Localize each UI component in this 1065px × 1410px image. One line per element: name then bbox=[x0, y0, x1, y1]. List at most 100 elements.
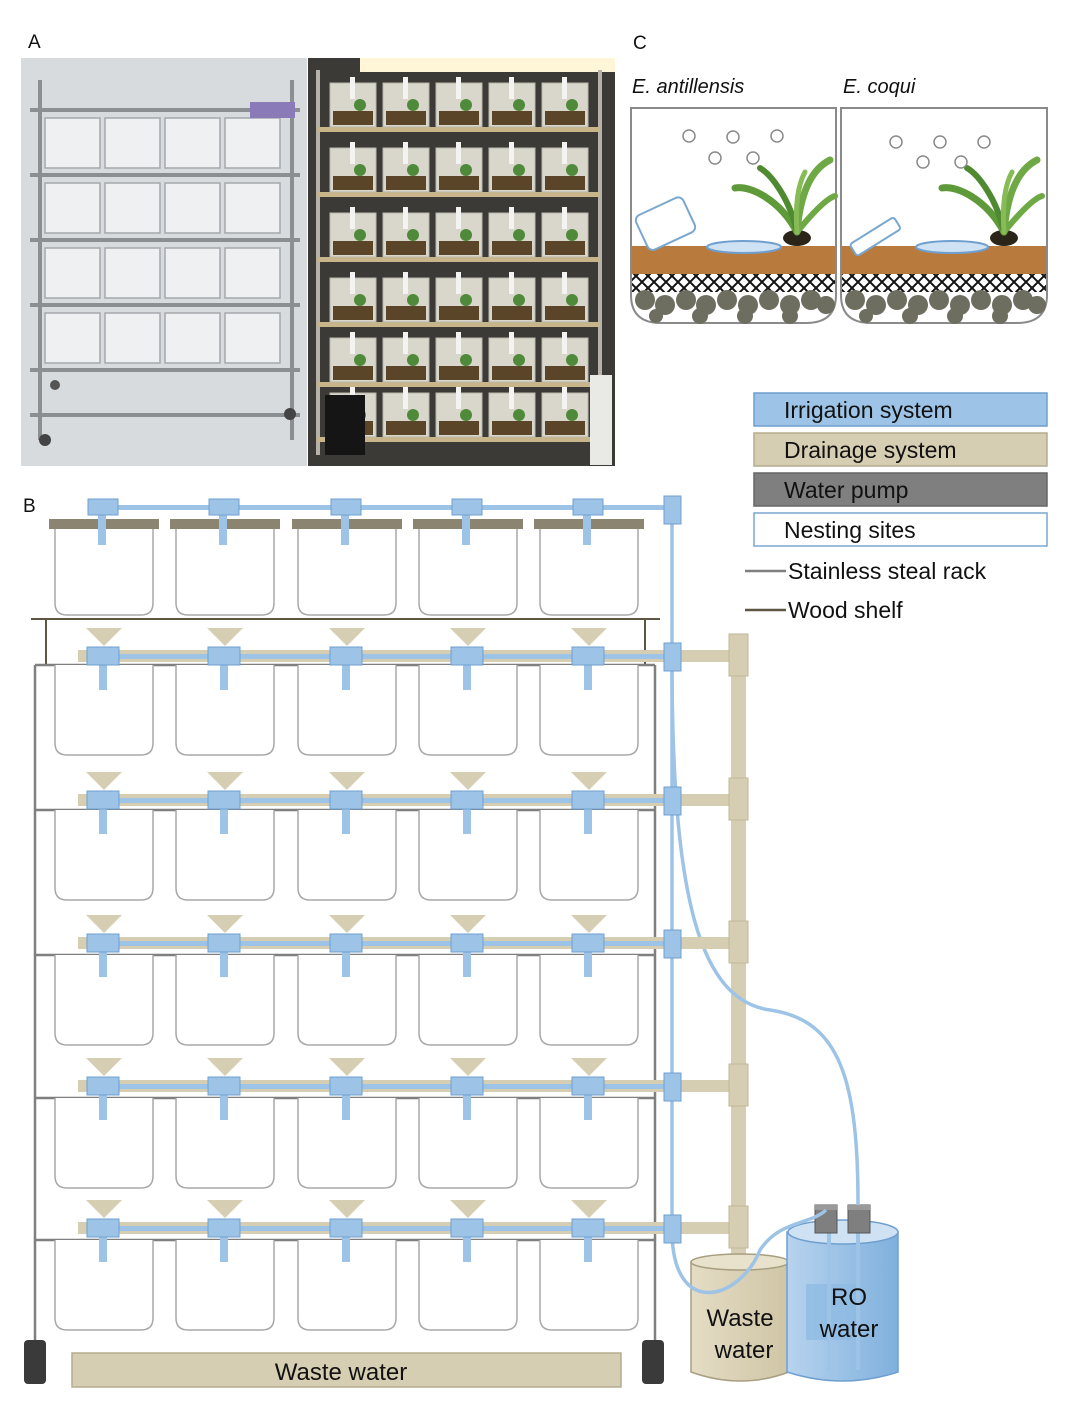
irrigation-dropper bbox=[342, 943, 350, 977]
photo-plant bbox=[460, 294, 472, 306]
drainage-funnel bbox=[207, 1058, 243, 1076]
photo-dropper bbox=[562, 272, 567, 294]
irrigation-line bbox=[95, 1084, 672, 1089]
photo-substrate bbox=[492, 366, 532, 380]
irrigation-dropper bbox=[584, 1086, 592, 1120]
pipe-rows bbox=[78, 495, 749, 1262]
irrigation-junction bbox=[663, 786, 682, 816]
photo-substrate bbox=[492, 176, 532, 190]
irrigation-tee bbox=[207, 933, 241, 953]
nesting-site-pipe bbox=[849, 217, 901, 257]
enclosure-tank bbox=[418, 1240, 518, 1331]
photo-plant bbox=[566, 164, 578, 176]
drainage-funnel bbox=[207, 1200, 243, 1218]
photo-plant bbox=[513, 409, 525, 421]
drainage-connector bbox=[728, 1205, 749, 1249]
drainage-funnel bbox=[571, 1058, 607, 1076]
photo-dropper bbox=[456, 142, 461, 164]
irrigation-dropper bbox=[220, 800, 228, 834]
photo-plant bbox=[460, 354, 472, 366]
photo-plant bbox=[460, 229, 472, 241]
enclosure-tank bbox=[175, 810, 275, 901]
drainage-funnel bbox=[450, 628, 486, 646]
photo-dropper bbox=[562, 77, 567, 99]
photo-shelf-board bbox=[318, 257, 600, 262]
enclosure-tank bbox=[539, 1240, 639, 1331]
photo-plant bbox=[460, 409, 472, 421]
photo-plant bbox=[513, 99, 525, 111]
drainage-funnel bbox=[571, 772, 607, 790]
photo-shelf-board bbox=[318, 382, 600, 387]
pebble-layer bbox=[635, 290, 835, 324]
water-dish bbox=[706, 240, 782, 254]
photo-plant bbox=[566, 354, 578, 366]
drainage-funnel bbox=[329, 1058, 365, 1076]
photo-substrate bbox=[439, 421, 479, 435]
waste-water-tray-label: Waste water bbox=[275, 1359, 407, 1386]
water-dish bbox=[915, 240, 989, 254]
enclosure-tank bbox=[54, 810, 154, 901]
photo-dropper bbox=[456, 207, 461, 229]
irrigation-dropper bbox=[99, 1086, 107, 1120]
wheel-left bbox=[24, 1340, 46, 1384]
photo-dropper bbox=[509, 142, 514, 164]
irrigation-dropper bbox=[342, 800, 350, 834]
photo-plant bbox=[513, 354, 525, 366]
enclosure-tank bbox=[54, 955, 154, 1046]
photo-substrate bbox=[386, 421, 426, 435]
drainage-funnel bbox=[571, 628, 607, 646]
legend-swatch-drainage bbox=[753, 432, 1048, 467]
enclosure-tank bbox=[175, 1240, 275, 1331]
photo-dropper bbox=[350, 272, 355, 294]
irrigation-line bbox=[100, 505, 672, 510]
enclosure-tank bbox=[54, 1098, 154, 1189]
drainage-funnel bbox=[86, 1058, 122, 1076]
legend-label-rack: Stainless steal rack bbox=[788, 558, 987, 584]
photo-dropper bbox=[562, 387, 567, 409]
waste-bucket-label-1: Waste bbox=[706, 1305, 773, 1332]
species-label-right: E. coqui bbox=[843, 76, 916, 98]
panel-label-c: C bbox=[633, 33, 647, 54]
enclosure-tank bbox=[297, 1098, 397, 1189]
drainage-connector bbox=[728, 1063, 749, 1107]
photo-plant bbox=[354, 229, 366, 241]
photo-shelf-board bbox=[318, 127, 600, 132]
photo-plant bbox=[407, 294, 419, 306]
irrigation-dropper bbox=[99, 943, 107, 977]
nesting-site-cup bbox=[634, 196, 697, 251]
drainage-funnel bbox=[86, 628, 122, 646]
photo-dropper bbox=[403, 207, 408, 229]
irrigation-tee bbox=[207, 1218, 241, 1238]
irrigation-tee bbox=[571, 646, 605, 666]
photo-dropper bbox=[403, 142, 408, 164]
irrigation-dropper bbox=[99, 656, 107, 690]
irrigation-tee bbox=[87, 498, 119, 516]
drainage-funnel bbox=[571, 1200, 607, 1218]
photo-substrate bbox=[386, 306, 426, 320]
enclosure-tank bbox=[539, 810, 639, 901]
irrigation-tee bbox=[208, 498, 240, 516]
photo-plant bbox=[566, 99, 578, 111]
legend-label-shelf: Wood shelf bbox=[788, 597, 903, 623]
photo-plant bbox=[407, 164, 419, 176]
photo-substrate bbox=[386, 366, 426, 380]
waste-water-bucket: Waste water bbox=[690, 1253, 790, 1382]
irrigation-dropper bbox=[220, 656, 228, 690]
drainage-connector bbox=[728, 777, 749, 821]
wheel-right bbox=[642, 1340, 664, 1384]
panel-a-photo-empty-rack bbox=[21, 58, 307, 466]
enclosure-tank bbox=[175, 1098, 275, 1189]
irrigation-tee bbox=[450, 646, 484, 666]
legend-label-irrigation: Irrigation system bbox=[784, 397, 953, 423]
mesh-layer bbox=[632, 274, 835, 292]
plant-icon bbox=[938, 156, 1045, 246]
photo-substrate bbox=[333, 176, 373, 190]
irrigation-tee bbox=[571, 1218, 605, 1238]
enclosure-tank bbox=[418, 810, 518, 901]
drainage-connector bbox=[728, 633, 749, 677]
irrigation-dropper bbox=[219, 505, 227, 545]
photo-plant bbox=[566, 294, 578, 306]
irrigation-tee bbox=[571, 1076, 605, 1096]
photo-substrate bbox=[439, 111, 479, 125]
ro-water-label-1: RO bbox=[831, 1284, 867, 1311]
